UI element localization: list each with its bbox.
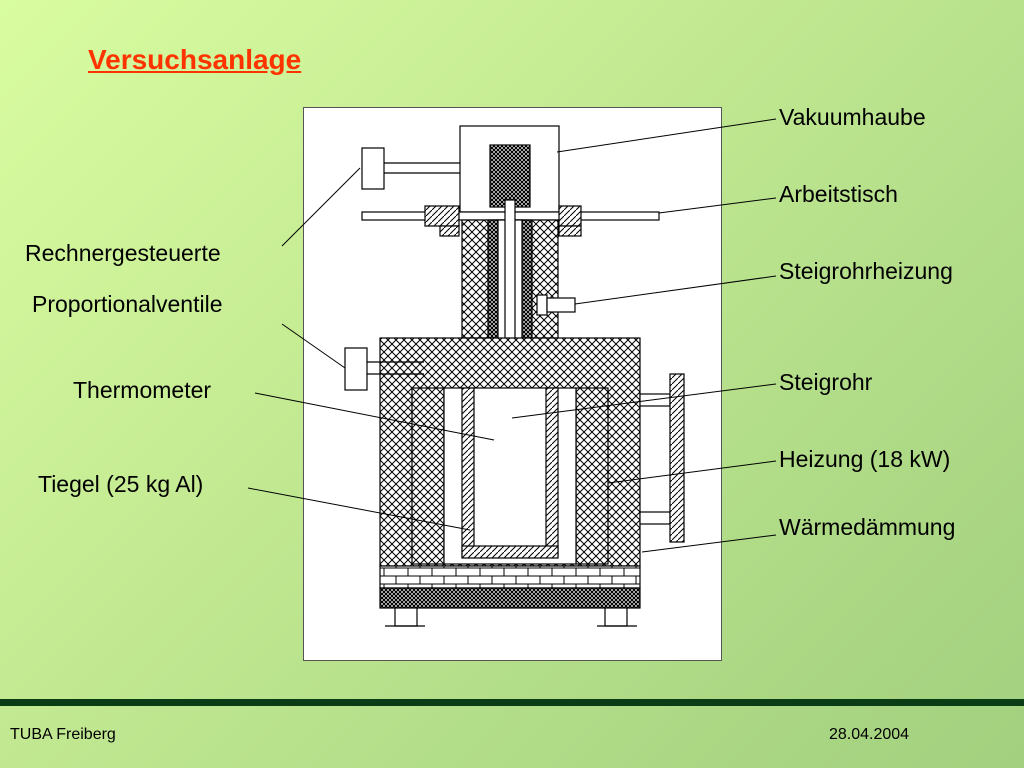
label-vakuumhaube: Vakuumhaube <box>779 104 926 130</box>
valve-bottom <box>344 347 368 391</box>
label-tiegel: Tiegel (25 kg Al) <box>38 471 204 497</box>
crucible <box>461 387 475 557</box>
leader-lines <box>247 118 777 553</box>
label-heizung: Heizung (18 kW) <box>779 446 951 472</box>
valve-top <box>361 147 385 190</box>
hood-inner-heater <box>489 144 531 208</box>
label-steigrohrheizung: Steigrohrheizung <box>779 258 953 284</box>
label-thermometer: Thermometer <box>73 377 212 403</box>
leader-heizung <box>607 460 777 484</box>
leader-arbeitstisch <box>658 197 777 214</box>
label-proportionalventile: Proportionalventile <box>32 291 223 317</box>
furnace-base <box>379 565 641 589</box>
footer-divider <box>0 699 1024 706</box>
leader-steigrohr <box>511 383 777 419</box>
label-arbeitstisch: Arbeitstisch <box>779 181 898 207</box>
footer-organization: TUBA Freiberg <box>10 726 116 743</box>
slide-title: Versuchsanlage <box>88 44 302 75</box>
leader-tiegel <box>247 487 471 531</box>
footer-date: 28.04.2004 <box>829 726 910 743</box>
label-steigrohr: Steigrohr <box>779 369 873 395</box>
leader-waermedaemmung <box>641 534 777 553</box>
label-rechnergesteuerte: Rechnergesteuerte <box>25 240 221 266</box>
leader-ventil-bottom <box>281 323 346 369</box>
leader-vakuumhaube <box>556 118 777 153</box>
leader-steigrohrheizung <box>574 275 777 305</box>
leader-thermometer <box>254 392 495 441</box>
label-waermedaemmung: Wärmedämmung <box>779 514 956 540</box>
leader-ventil-top <box>281 167 361 247</box>
